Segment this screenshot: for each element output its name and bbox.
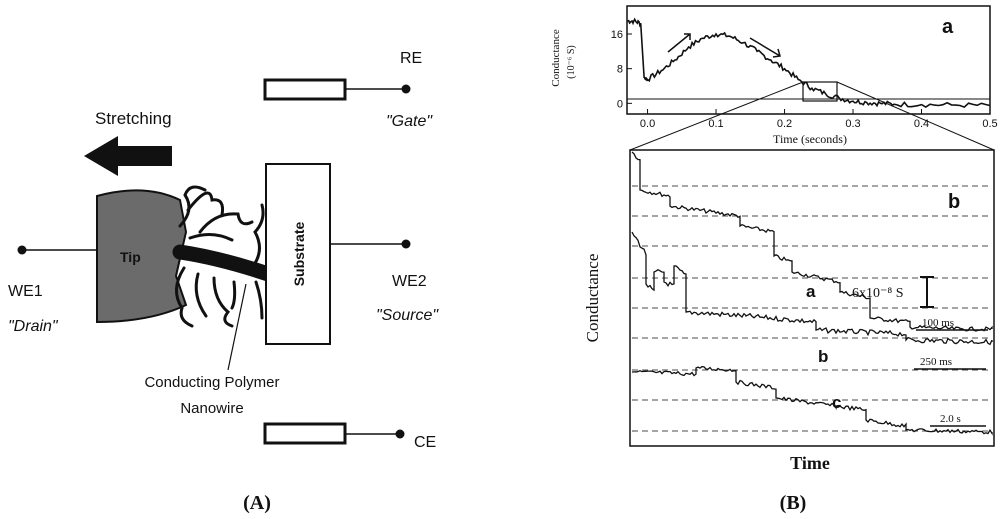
- conductance-scale-bar: [920, 276, 934, 308]
- zoom-box: [802, 81, 838, 102]
- top-xtick-label: 0.4: [914, 118, 929, 130]
- panel-b-top-plot: a Conductance (10⁻⁶ S) Time (seconds) 16…: [550, 5, 998, 151]
- re-electrode: [263, 78, 347, 101]
- source-label: "Source": [376, 307, 439, 324]
- top-xtick-label: 0.1: [708, 118, 723, 130]
- bottom-plot-xlabel: Time: [790, 453, 830, 473]
- timescale-label-c: 2.0 s: [940, 413, 961, 425]
- we2-terminal: [401, 239, 411, 249]
- top-plot-yunit: (10⁻⁶ S): [566, 45, 577, 79]
- top-plot-xlabel: Time (seconds): [773, 132, 847, 146]
- trace-c-line: [631, 365, 993, 436]
- nanowire-bundle: [172, 185, 276, 328]
- nanowire-callout-line: [227, 283, 247, 371]
- panel-b-caption: (B): [780, 492, 807, 514]
- ce-label: CE: [414, 434, 436, 451]
- nanowire-label-line1: Conducting Polymer: [144, 374, 279, 391]
- we1-terminal: [17, 245, 27, 255]
- panel-a-schematic: Stretching Tip WE1 "Drain" Substrate: [8, 50, 439, 514]
- gate-label: "Gate": [386, 113, 433, 130]
- top-plot-series-line: [627, 17, 991, 109]
- top-plot-ylabel: Conductance: [550, 29, 562, 87]
- we2-label: WE2: [392, 273, 427, 290]
- panel-b-bottom-plot: b Conductance Time a b c 6x10⁻⁸ S 100 ms…: [583, 149, 995, 514]
- trace-a-label: a: [806, 282, 816, 301]
- timescale-label-a: 100 ms: [922, 317, 954, 329]
- fall-arrow-icon: [749, 37, 781, 58]
- top-ytick-label: 16: [611, 29, 623, 41]
- rise-arrow-icon: [667, 33, 691, 53]
- substrate-label: Substrate: [291, 222, 307, 287]
- top-xtick-label: 0.3: [845, 118, 860, 130]
- top-plot-letter: a: [942, 16, 954, 38]
- top-plot-ticks: 16 8 0 0.0 0.1 0.2 0.3 0.4 0.5: [611, 29, 998, 130]
- top-plot-frame: [626, 5, 991, 115]
- top-ytick-label: 0: [617, 98, 623, 110]
- top-ytick-label: 8: [617, 64, 623, 76]
- re-terminal: [401, 84, 411, 94]
- top-xtick-label: 0.5: [982, 118, 997, 130]
- we1-label: WE1: [8, 283, 43, 300]
- ce-electrode: [263, 422, 347, 445]
- drain-label: "Drain": [8, 318, 59, 335]
- trace-c-label: c: [832, 393, 841, 412]
- trace-b-label: b: [818, 347, 828, 366]
- top-xtick-label: 0.2: [777, 118, 792, 130]
- conductance-scale-label: 6x10⁻⁸ S: [852, 286, 904, 301]
- bottom-plot-grid: [632, 185, 992, 432]
- bottom-plot-ylabel: Conductance: [583, 254, 602, 343]
- timescale-label-b: 250 ms: [920, 356, 952, 368]
- zoom-line-right: [836, 81, 995, 151]
- zoom-line-left: [629, 81, 804, 151]
- tip-label: Tip: [120, 249, 141, 265]
- tip-electrode: [96, 189, 188, 324]
- bottom-plot-frame: [629, 149, 995, 447]
- trace-b-line: [631, 231, 993, 346]
- stretching-arrow-icon: [84, 136, 172, 176]
- substrate-block: [265, 163, 331, 345]
- stretching-label: Stretching: [95, 109, 172, 128]
- ce-terminal: [395, 429, 405, 439]
- nanowire-label-line2: Nanowire: [180, 400, 243, 417]
- re-label: RE: [400, 50, 422, 67]
- top-xtick-label: 0.0: [640, 118, 655, 130]
- bottom-plot-letter: b: [948, 191, 960, 213]
- trace-a-line: [631, 151, 993, 332]
- panel-a-caption: (A): [243, 492, 271, 514]
